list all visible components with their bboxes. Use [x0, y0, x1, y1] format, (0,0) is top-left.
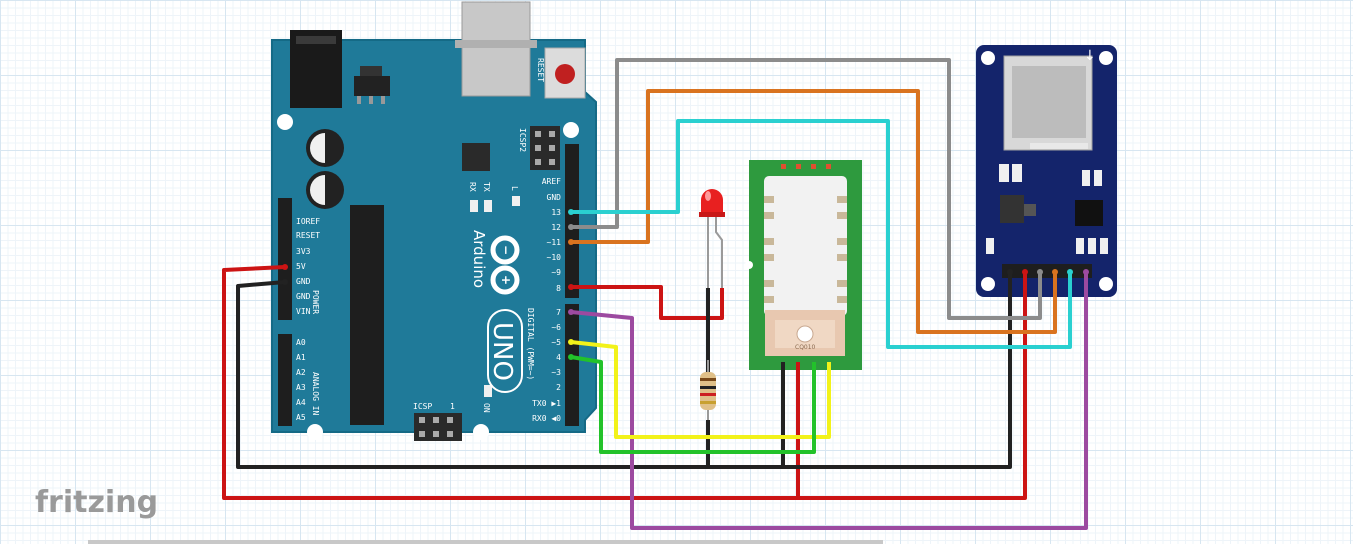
analog-in-label: ANALOG IN — [311, 372, 320, 416]
red-led[interactable] — [699, 189, 725, 288]
pin-label-reset: RESET — [296, 231, 320, 240]
sd-insert-arrow-icon: ↓ — [1084, 48, 1096, 64]
wire-black-gnd[interactable] — [236, 272, 1012, 469]
pin-label-1: TX0 ▶1 — [532, 399, 561, 408]
digital-header-bottom — [565, 304, 579, 426]
analog-header — [278, 334, 292, 426]
pin-label-a3: A3 — [296, 383, 306, 392]
pin-label-aref: AREF — [542, 177, 561, 186]
icsp2-header — [530, 126, 560, 170]
pin-label-gnd-d: GND — [547, 193, 562, 202]
pin-label-13: 13 — [551, 208, 561, 217]
horizontal-scrollbar[interactable] — [88, 540, 883, 544]
pin-label-2: 2 — [556, 383, 561, 392]
gps-module[interactable]: CQ010 — [745, 160, 862, 370]
on-label: ON — [482, 403, 491, 413]
reset-label: RESET — [536, 58, 545, 82]
pin-label-a0: A0 — [296, 338, 306, 347]
resistor[interactable] — [700, 360, 716, 420]
icsp-label: ICSP — [413, 402, 432, 411]
pin-label-5: ~5 — [551, 338, 561, 347]
digital-header-top — [565, 144, 579, 298]
atmega-chip — [350, 205, 384, 425]
wire-endpoints — [282, 209, 1089, 360]
icsp2-label: ICSP2 — [518, 128, 527, 152]
svg-text:+: + — [499, 275, 513, 285]
wire-orange-11[interactable] — [571, 89, 1057, 334]
digital-label: DIGITAL (PWM=~) — [526, 308, 535, 380]
pin-label-3: ~3 — [551, 368, 561, 377]
tx-label: TX — [482, 182, 491, 192]
wire-red-led[interactable] — [571, 285, 724, 320]
wire-cyan-13[interactable] — [571, 119, 1072, 349]
pin-label-vin: VIN — [296, 307, 311, 316]
pin-label-3v3: 3V3 — [296, 247, 311, 256]
pin-label-10: ~10 — [547, 253, 562, 262]
pin-label-a5: A5 — [296, 413, 306, 422]
pin-label-12: 12 — [551, 223, 561, 232]
pin-label-7: 7 — [556, 308, 561, 317]
pin-label-4: 4 — [556, 353, 561, 362]
gps-antenna-text: CQ010 — [795, 344, 816, 351]
pin-label-9: ~9 — [551, 268, 561, 277]
sd-header — [1002, 264, 1092, 278]
digital-pin-labels-bottom: 7 ~6 ~5 4 ~3 2 TX0 ▶1 RX0 ◀0 — [532, 308, 561, 423]
wire-green-4[interactable] — [570, 355, 816, 454]
arduino-logo — [490, 235, 520, 295]
wire-yellow-5[interactable] — [570, 340, 831, 439]
wire-purple-7[interactable] — [570, 272, 1088, 530]
power-pin-labels: IOREF RESET 3V3 5V GND GND VIN — [296, 217, 320, 316]
svg-text:−: − — [499, 245, 513, 255]
model-label: UNO — [487, 322, 517, 381]
power-label: POWER — [311, 290, 320, 314]
sd-card-module[interactable]: ↓ — [976, 45, 1117, 297]
wires — [222, 58, 1088, 530]
icsp-pin1-label: 1 — [450, 402, 455, 411]
digital-pin-labels-top: AREF GND 13 12 ~11 ~10 ~9 8 — [542, 177, 561, 293]
wire-gray-12[interactable] — [571, 58, 1042, 320]
icsp-header — [414, 413, 462, 441]
fritzing-logo: fritzing — [35, 485, 158, 520]
rx-label: RX — [468, 182, 477, 192]
pin-label-gnd-2: GND — [296, 292, 311, 301]
pin-label-5v: 5V — [296, 262, 306, 271]
pin-label-6: ~6 — [551, 323, 561, 332]
pin-label-gnd-1: GND — [296, 277, 311, 286]
pin-label-8: 8 — [556, 284, 561, 293]
l-label: L — [510, 186, 519, 191]
pin-label-ioref: IOREF — [296, 217, 320, 226]
pin-label-a2: A2 — [296, 368, 306, 377]
pin-label-0: RX0 ◀0 — [532, 414, 561, 423]
pin-label-a4: A4 — [296, 398, 306, 407]
power-header — [278, 198, 292, 320]
pin-label-a1: A1 — [296, 353, 306, 362]
brand-label: Arduino — [470, 230, 488, 288]
usb-port — [461, 1, 531, 97]
pin-label-11: ~11 — [547, 238, 562, 247]
analog-pin-labels: A0 A1 A2 A3 A4 A5 — [296, 338, 306, 422]
arduino-uno-board[interactable]: RESET ICSP2 TX RX L ICSP 1 ON Arduino − … — [271, 1, 597, 441]
wire-red-5v[interactable] — [222, 265, 1027, 500]
